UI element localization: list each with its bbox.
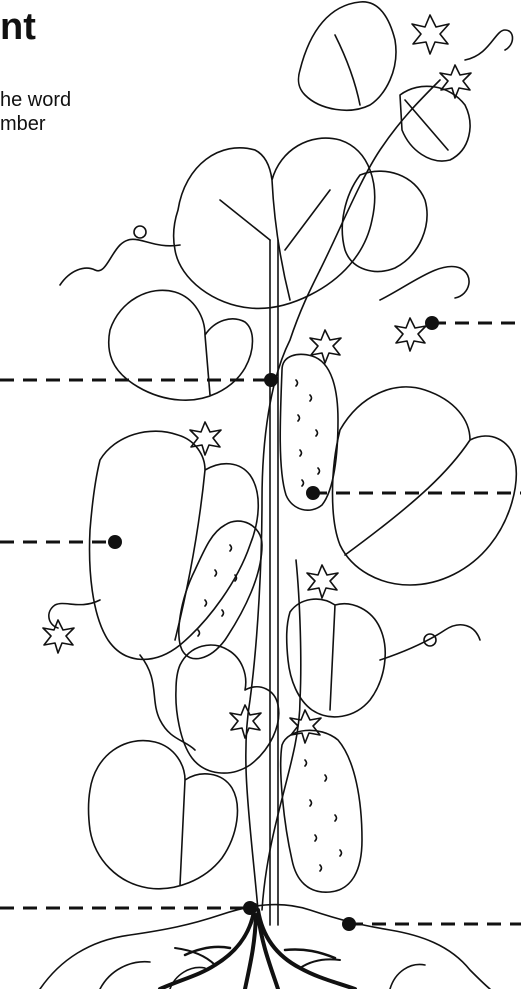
tendril-right-mid — [380, 266, 469, 300]
flower-middle — [307, 565, 338, 598]
tendril-right-lower — [380, 625, 480, 660]
flower-far-left — [43, 620, 74, 653]
flower-top-lower — [440, 65, 471, 98]
leaf-right-upper — [342, 171, 427, 271]
leaf-lower-left — [89, 741, 238, 889]
leaf-right-large — [333, 387, 517, 585]
label-dots — [108, 316, 439, 931]
upper-branch — [320, 80, 440, 270]
tendril-curl-lower — [424, 634, 436, 646]
flower-lower-left — [230, 705, 261, 738]
roots — [160, 905, 355, 989]
dot-stem — [264, 373, 278, 387]
flower-right-mid — [395, 318, 426, 351]
dot-root — [243, 901, 257, 915]
cucumber-middle — [179, 521, 262, 659]
label-leaders — [0, 323, 521, 924]
cucumber-top — [280, 354, 338, 510]
dot-fruit — [306, 486, 320, 500]
flower-lower-right — [290, 710, 321, 743]
leaf-lower-middle — [176, 645, 279, 773]
leaf-big-top — [174, 138, 375, 308]
leaf-left-middle — [109, 290, 253, 400]
flower-near-cucumber — [310, 330, 341, 363]
dot-flower — [425, 316, 439, 330]
tendril-top-right — [465, 30, 513, 60]
leaf-upper-flower — [400, 86, 470, 161]
tendril-curl — [134, 226, 146, 238]
flower-top — [412, 15, 449, 54]
flower-left — [190, 422, 221, 455]
leaf-top-right — [298, 2, 396, 110]
dot-soil — [342, 917, 356, 931]
tendril-left-upper — [60, 239, 180, 285]
dot-leaf — [108, 535, 122, 549]
tendril-left-lower — [140, 655, 195, 750]
